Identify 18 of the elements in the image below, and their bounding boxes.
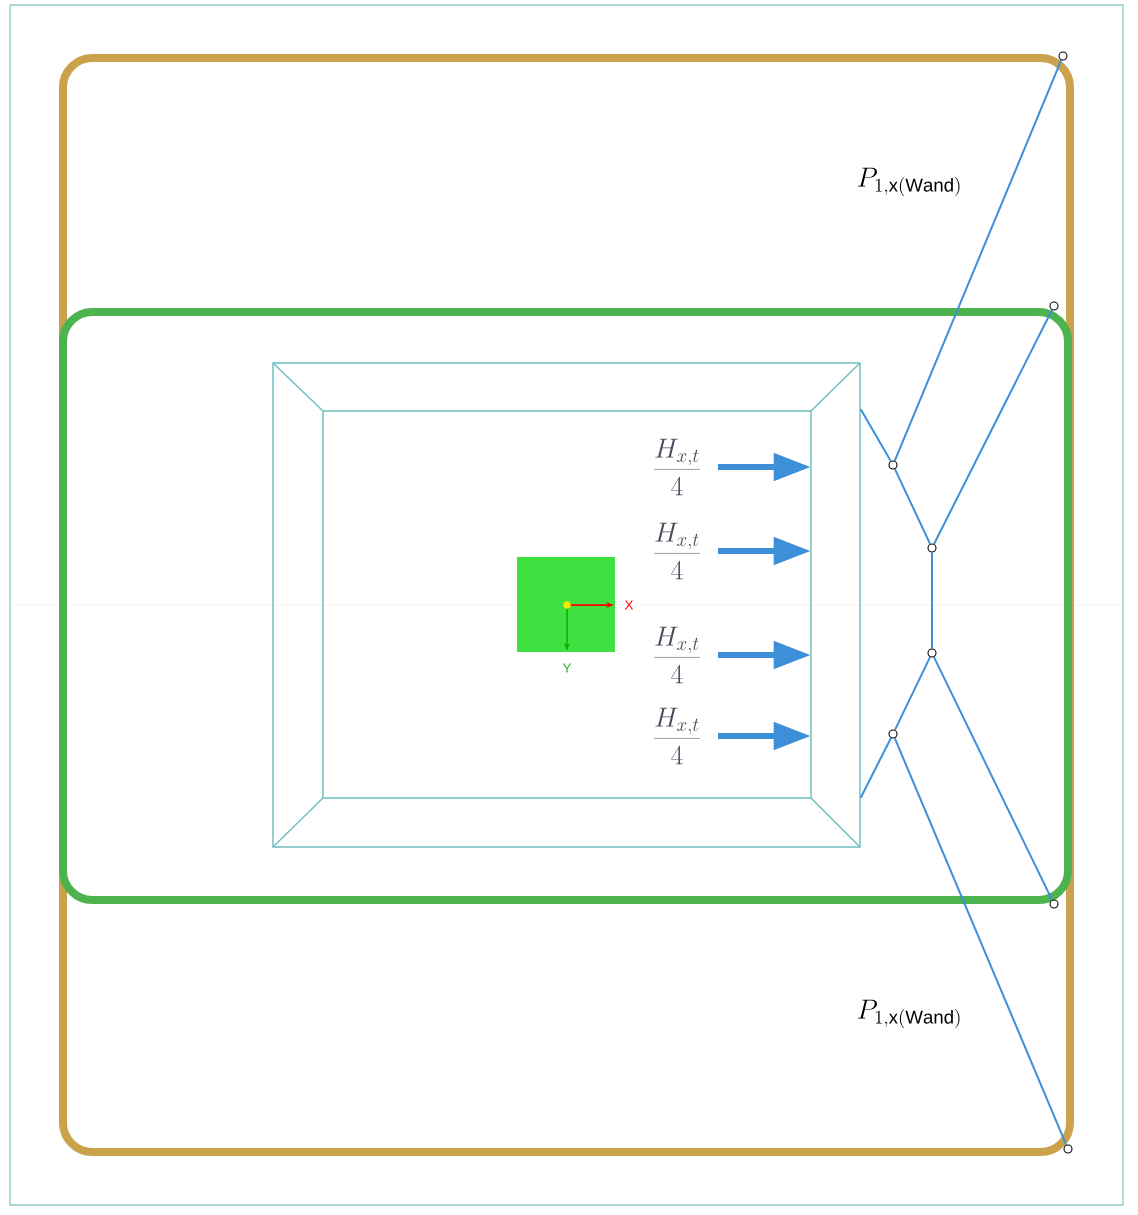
force-fraction: $\frac{H_{x,t}}{4}$: [654, 438, 700, 496]
force-label: $P_{1,\mathrm{x(Wand)}}$: [857, 999, 960, 1029]
wall-outline: [322, 410, 812, 799]
connector-line: [931, 551, 933, 650]
connector-line: [893, 656, 932, 731]
connector-line: [933, 656, 1053, 901]
connector-line: [859, 737, 892, 799]
connector-line: [893, 468, 932, 545]
force-fraction: $\frac{H_{x,t}}{4}$: [654, 626, 700, 684]
column-square: [517, 557, 615, 652]
axis-label: Y: [562, 663, 572, 673]
wall-outline: [272, 362, 861, 848]
force-fraction: $\frac{H_{x,t}}{4}$: [654, 707, 700, 765]
rounded-frame: [59, 308, 1072, 904]
axis-label: X: [624, 600, 634, 610]
force-label: $P_{1,\mathrm{x(Wand)}}$: [857, 167, 960, 197]
force-fraction: $\frac{H_{x,t}}{4}$: [654, 522, 700, 580]
connector-line: [859, 408, 892, 463]
